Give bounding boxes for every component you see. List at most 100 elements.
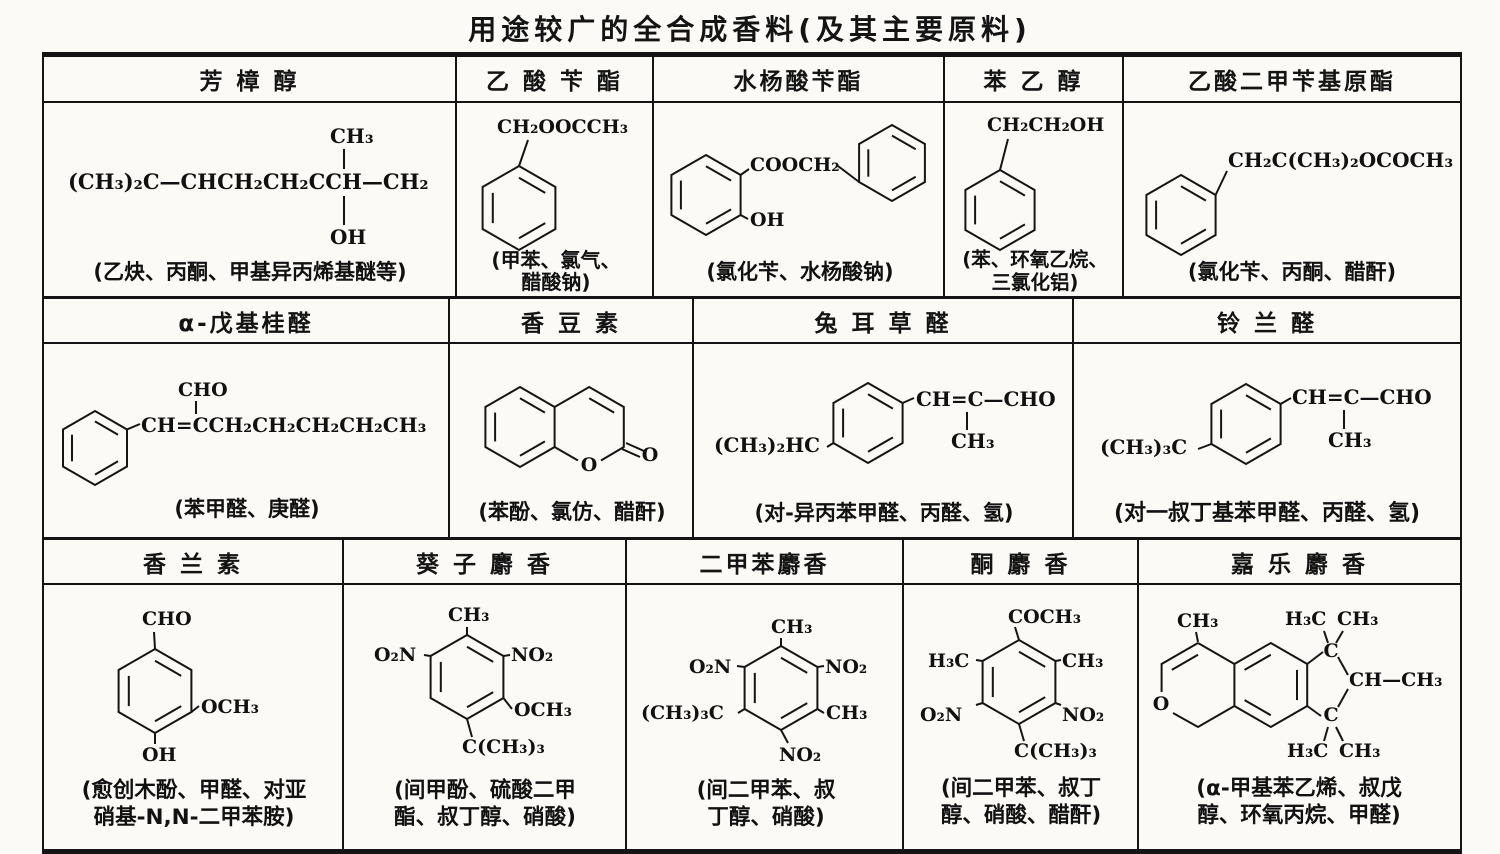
header-benzyl-acetate: 乙 酸 苄 酯 — [457, 57, 654, 103]
cell-lilial: (CH₃)₃C CH=C—CHO CH₃ (对一叔丁基苯甲醛、丙醛、氢) — [1074, 344, 1460, 540]
amyl-cinnamaldehyde-structure: CHO CH=CCH₂CH₂CH₂CH₂CH₃ (苯甲醛、庚醛) — [62, 379, 426, 521]
tert-butyl-label: (CH₃)₃C — [1100, 435, 1187, 459]
raw-materials-line2: 醇、环氧丙烷、甲醛) — [1197, 802, 1400, 828]
methoxy-label: OCH₃ — [201, 696, 259, 718]
quaternary-carbon-bottom-label: C — [1323, 704, 1338, 726]
benzo-ring — [484, 385, 556, 469]
enal-chain-label: CH=C—CHO — [916, 387, 1056, 411]
raw-materials: (对一叔丁基苯甲醛、丙醛、氢) — [1114, 500, 1420, 526]
phenylethyl-alcohol-structure: CH₂CH₂OH (苯、环氧乙烷、 三氯化铝) — [962, 114, 1107, 294]
header-galaxolide: 嘉 乐 麝 香 — [1139, 540, 1460, 585]
quaternary-carbon-top-label: C — [1323, 640, 1338, 662]
methyl-right-label: CH₃ — [826, 702, 867, 724]
methyl-label: CH₃ — [1177, 610, 1218, 632]
methyl-right-label: CH₃ — [1062, 650, 1103, 672]
raw-materials: (氯化苄、丙酮、醋酐) — [1188, 260, 1396, 284]
raw-materials-line2: 酯、叔丁醇、硝酸) — [394, 804, 576, 830]
raw-materials: (苯甲醛、庚醛) — [174, 497, 319, 521]
hydroxyl-label: OH — [142, 744, 177, 766]
nitro-left-label: O₂N — [689, 656, 731, 678]
benzene-ring — [481, 164, 557, 252]
cyclamen-aldehyde-structure: (CH₃)₂HC CH=C—CHO CH₃ (对-异丙苯甲醛、丙醛、氢) — [714, 381, 1056, 525]
cell-cyclamen-aldehyde: (CH₃)₂HC CH=C—CHO CH₃ (对-异丙苯甲醛、丙醛、氢) — [694, 344, 1074, 540]
gem-dimethyl-bottom-left-label: H₃C — [1287, 740, 1328, 762]
galaxolide-structure: CH₃ O C CH—CH₃ C H₃C CH₃ H₃ — [1153, 608, 1443, 828]
dimethyl-benzyl-carbinyl-acetate-structure: CH₂C(CH₃)₂OCOCH₃ (氯化苄、丙酮、醋酐) — [1145, 148, 1453, 284]
header-vanillin: 香 兰 素 — [44, 540, 344, 585]
nitro-right-label: NO₂ — [825, 656, 867, 678]
lilial-structure: (CH₃)₃C CH=C—CHO CH₃ (对一叔丁基苯甲醛、丙醛、氢) — [1100, 382, 1432, 526]
header-musk-ketone: 酮 麝 香 — [904, 540, 1139, 585]
cell-phenylethyl-alcohol: CH₂CH₂OH (苯、环氧乙烷、 三氯化铝) — [945, 103, 1124, 299]
fragrance-table: 芳 樟 醇 乙 酸 苄 酯 水杨酸苄酯 苯 乙 醇 乙酸二甲苄基原酯 CH₃ (… — [42, 52, 1462, 854]
raw-materials: (乙炔、丙酮、甲基异丙烯基醚等) — [93, 260, 406, 284]
header-musk-ambrette: 葵 子 麝 香 — [344, 540, 627, 585]
raw-materials-line2: 三氯化铝) — [992, 271, 1079, 294]
cell-musk-xylene: CH₃ O₂N NO₂ (CH₃)₃C CH₃ NO₂ (间二甲苯、叔 丁醇、硝… — [627, 585, 904, 849]
acetate-chain-label: CH₂OOCCH₃ — [497, 116, 628, 138]
cell-benzyl-salicylate: COOCH₂ OH (氯化苄、水杨酸钠) — [654, 103, 945, 299]
methyl-top-label: CH₃ — [771, 616, 812, 638]
raw-materials: (苯酚、氯仿、醋酐) — [478, 500, 665, 524]
methyl-left-label: H₃C — [928, 650, 969, 672]
nitro-left-label: O₂N — [374, 644, 416, 666]
header-phenylethyl-alcohol: 苯 乙 醇 — [945, 57, 1124, 103]
row-group-3: 香 兰 素 葵 子 麝 香 二甲苯麝香 酮 麝 香 嘉 乐 麝 香 CHO OC… — [44, 540, 1460, 849]
methyl-label: CH₃ — [951, 429, 995, 453]
raw-materials-line2: 醋酸钠) — [521, 270, 590, 294]
hydroxyl-label: OH — [330, 225, 366, 249]
header-lilial: 铃 兰 醛 — [1074, 299, 1460, 344]
methine-label: CH—CH₃ — [1349, 669, 1442, 691]
row-group-1: 芳 樟 醇 乙 酸 苄 酯 水杨酸苄酯 苯 乙 醇 乙酸二甲苄基原酯 CH₃ (… — [44, 57, 1460, 299]
pyranone-ring — [554, 385, 625, 462]
raw-materials-line1: (间二甲苯、叔 — [697, 778, 836, 803]
cell-vanillin: CHO OCH₃ OH (愈创木酚、甲醛、对亚 硝基-N,N-二甲苯胺) — [44, 585, 344, 849]
methyl-label: CH₃ — [330, 124, 374, 148]
raw-materials-line1: (苯、环氧乙烷、 — [962, 248, 1107, 271]
raw-materials-line1: (间甲酚、硫酸二甲 — [394, 777, 576, 803]
ethanol-chain-label: CH₂CH₂OH — [987, 114, 1104, 136]
cell-musk-ambrette: CH₃ O₂N NO₂ OCH₃ C(CH₃)₃ (间甲酚、硫酸二甲 酯、叔丁醇… — [344, 585, 627, 849]
main-chain-label: (CH₃)₂C—CHCH₂CH₂CCH—CH₂ — [68, 169, 429, 194]
cell-linalool: CH₃ (CH₃)₂C—CHCH₂CH₂CCH—CH₂ OH (乙炔、丙酮、甲基… — [44, 103, 457, 299]
ring-oxygen-label: O — [581, 454, 598, 476]
tert-butyl-label: C(CH₃)₃ — [462, 736, 545, 758]
gem-dimethyl-top-right-label: CH₃ — [1337, 608, 1378, 630]
methoxy-label: OCH₃ — [514, 699, 572, 721]
linalool-structure: CH₃ (CH₃)₂C—CHCH₂CH₂CCH—CH₂ OH (乙炔、丙酮、甲基… — [68, 124, 429, 284]
salicyl-ring — [670, 153, 742, 237]
acetyl-label: COCH₃ — [1008, 606, 1081, 628]
header-dimethyl-benzyl-carbinyl-acetate: 乙酸二甲苄基原酯 — [1124, 57, 1460, 103]
cell-musk-ketone: COCH₃ H₃C CH₃ O₂N NO₂ C(CH₃)₃ (间二甲苯、叔丁 醇… — [904, 585, 1139, 849]
main-chain-label: CH=CCH₂CH₂CH₂CH₂CH₃ — [141, 413, 426, 437]
raw-materials: (氯化苄、水杨酸钠) — [706, 260, 893, 284]
isopropyl-label: (CH₃)₂HC — [714, 433, 820, 457]
methyl-label: CH₃ — [1328, 428, 1372, 452]
gem-dimethyl-top-left-label: H₃C — [1285, 608, 1326, 630]
raw-materials-line2: 丁醇、硝酸) — [707, 804, 824, 830]
hydroxyl-label: OH — [750, 209, 785, 231]
header-musk-xylene: 二甲苯麝香 — [627, 540, 904, 585]
musk-xylene-structure: CH₃ O₂N NO₂ (CH₃)₃C CH₃ NO₂ (间二甲苯、叔 丁醇、硝… — [641, 616, 867, 830]
pyran-ring — [1160, 642, 1235, 729]
musk-ketone-structure: COCH₃ H₃C CH₃ O₂N NO₂ C(CH₃)₃ (间二甲苯、叔丁 醇… — [920, 606, 1104, 828]
cell-coumarin: O O (苯酚、氯仿、醋酐) — [450, 344, 694, 540]
nitro-right-label: NO₂ — [511, 644, 553, 666]
tert-butyl-label: (CH₃)₃C — [641, 702, 724, 724]
musk-ambrette-structure: CH₃ O₂N NO₂ OCH₃ C(CH₃)₃ (间甲酚、硫酸二甲 酯、叔丁醇… — [374, 604, 576, 830]
acetate-chain-label: CH₂C(CH₃)₂OCOCH₃ — [1228, 148, 1453, 172]
nitro-right-label: NO₂ — [1062, 704, 1104, 726]
raw-materials: (对-异丙苯甲醛、丙醛、氢) — [755, 501, 1014, 525]
raw-materials-line1: (α-甲基苯乙烯、叔戊 — [1196, 775, 1402, 801]
row-group-2: α-戊基桂醛 香 豆 素 兔 耳 草 醛 铃 兰 醛 CHO CH=CCH₂CH… — [44, 299, 1460, 540]
tert-butyl-label: C(CH₃)₃ — [1014, 740, 1097, 762]
benzene-ring — [832, 381, 904, 465]
coumarin-structure: O O (苯酚、氯仿、醋酐) — [478, 385, 666, 524]
cell-amyl-cinnamaldehyde: CHO CH=CCH₂CH₂CH₂CH₂CH₃ (苯甲醛、庚醛) — [44, 344, 450, 540]
ring-oxygen-label: O — [1153, 693, 1170, 715]
benzene-ring — [1210, 382, 1282, 466]
benzene-ring — [1145, 173, 1217, 257]
header-linalool: 芳 樟 醇 — [44, 57, 457, 103]
nitro-bottom-label: NO₂ — [779, 744, 821, 766]
raw-materials-line1: (愈创木酚、甲醛、对亚 — [82, 777, 307, 803]
